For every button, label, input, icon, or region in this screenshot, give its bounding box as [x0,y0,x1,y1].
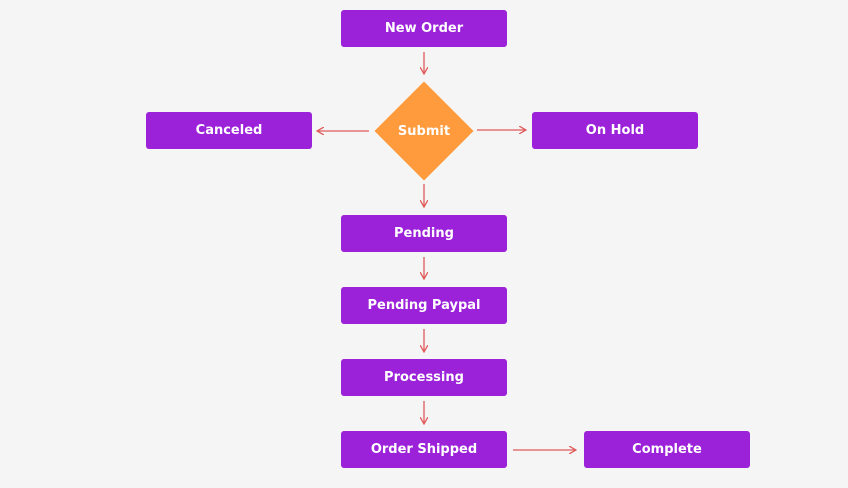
node-pending-label: Pending [394,226,454,241]
node-canceled-label: Canceled [195,123,263,138]
node-complete: Complete [584,431,750,468]
node-pending-paypal: Pending Paypal [341,287,507,324]
node-on-hold: On Hold [532,112,698,149]
node-pending-paypal-label: Pending Paypal [367,298,481,313]
node-canceled: Canceled [146,112,312,149]
node-order-shipped: Order Shipped [341,431,507,468]
node-order-shipped-label: Order Shipped [370,442,478,457]
decision-submit: Submit [374,81,474,181]
node-on-hold-label: On Hold [585,123,645,138]
node-new-order-label: New Order [384,21,464,36]
node-pending: Pending [341,215,507,252]
node-complete-label: Complete [632,442,702,457]
decision-submit-label: Submit [397,123,451,139]
node-processing: Processing [341,359,507,396]
node-new-order: New Order [341,10,507,47]
node-processing-label: Processing [384,370,464,385]
